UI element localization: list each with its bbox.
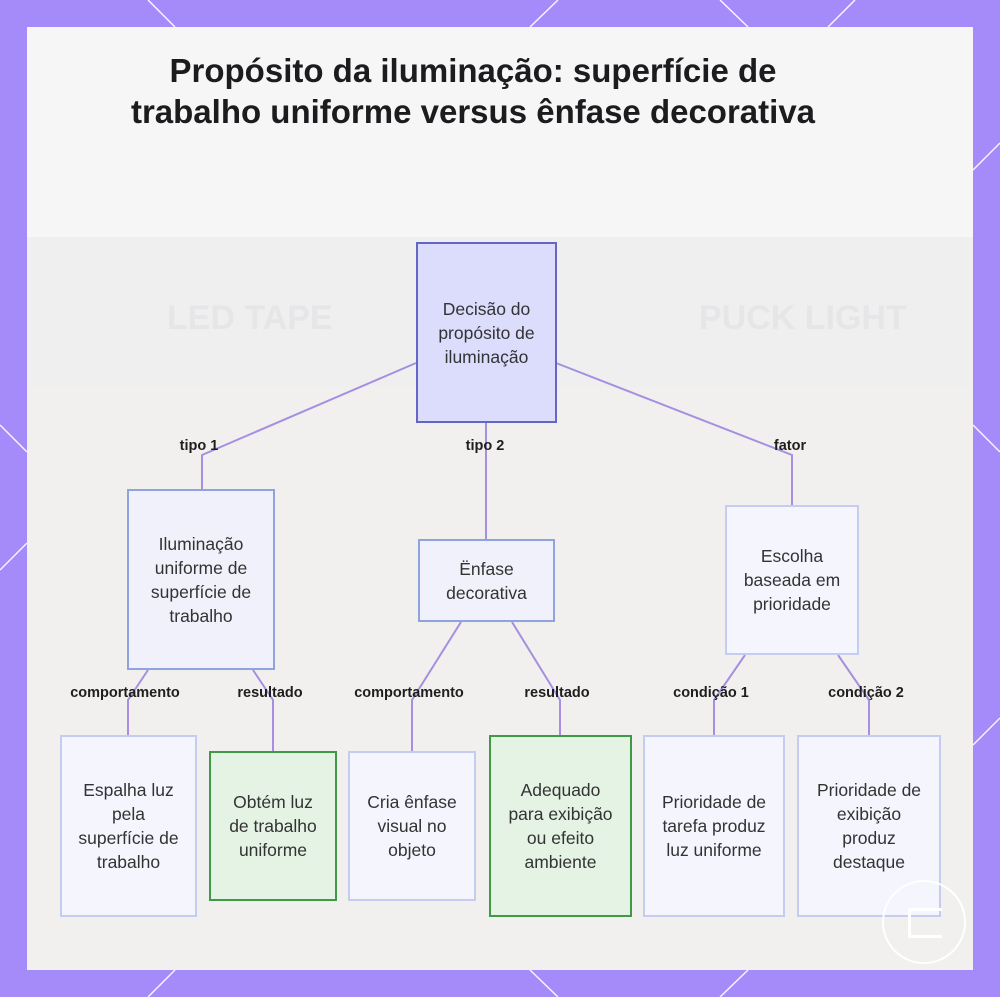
edge-root-uniform	[202, 363, 416, 490]
node-root: Decisão do propósito de iluminação	[416, 242, 557, 423]
edge-root-choice	[556, 363, 792, 506]
node-creates: Cria ênfase visual no objeto	[348, 751, 476, 901]
logo-mark-icon	[908, 908, 942, 938]
edge-label-behavior1: comportamento	[70, 685, 180, 701]
edge-label-condition2: condição 2	[828, 685, 904, 701]
node-task-priority: Prioridade de tarefa produz luz uniforme	[643, 735, 785, 917]
edge-label-type1: tipo 1	[180, 438, 219, 454]
edge-label-type2: tipo 2	[466, 438, 505, 454]
edge-label-result1: resultado	[237, 685, 302, 701]
edge-uniform-spread	[128, 670, 148, 736]
edge-uniform-obtains	[253, 670, 273, 752]
edge-label-behavior2: comportamento	[354, 685, 464, 701]
node-obtains: Obtém luz de trabalho uniforme	[209, 751, 337, 901]
edge-decorative-suitable	[512, 622, 560, 736]
node-choice: Escolha baseada em prioridade	[725, 505, 859, 655]
brand-logo-icon	[882, 880, 966, 964]
node-decorative: Ënfase decorativa	[418, 539, 555, 622]
node-spread: Espalha luz pela superfície de trabalho	[60, 735, 197, 917]
edge-label-factor: fator	[774, 438, 806, 454]
node-suitable: Adequado para exibição ou efeito ambient…	[489, 735, 632, 917]
edge-label-result2: resultado	[524, 685, 589, 701]
edge-label-condition1: condição 1	[673, 685, 749, 701]
node-uniform: Iluminação uniforme de superfície de tra…	[127, 489, 275, 670]
